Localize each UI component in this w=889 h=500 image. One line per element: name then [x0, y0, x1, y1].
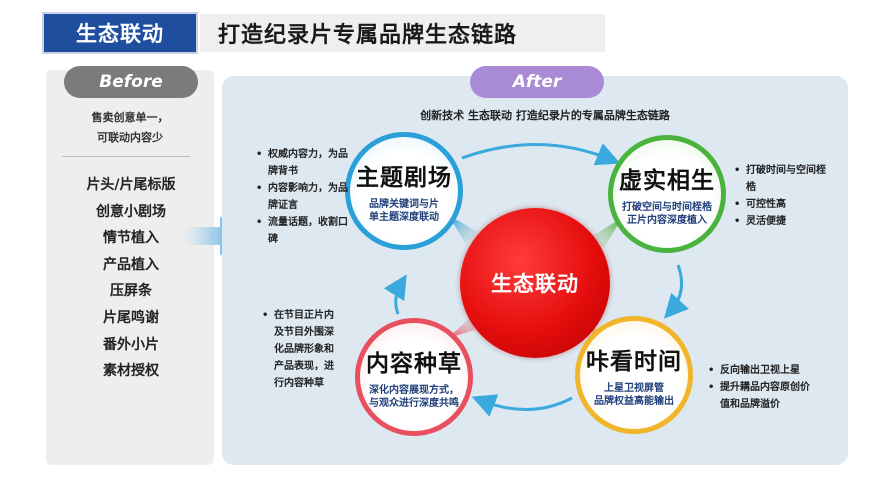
- cycle-arrow: [471, 394, 573, 417]
- node-desc: 打破空间与时间桎梏 正片内容深度植入: [622, 201, 712, 227]
- list-item: 片头/片尾标版: [86, 177, 176, 193]
- list-item: 压屏条: [110, 283, 152, 300]
- node-theater: 主题剧场 品牌关键词与片 单主题深度联动: [345, 132, 463, 250]
- notes-watch: 反向输出卫视上星 提升耩品内容原创价值和品牌溢价: [708, 362, 818, 413]
- node-title: 内容种草: [366, 351, 462, 377]
- before-label: Before: [64, 66, 198, 98]
- note-item: 在节目正片内及节目外围深化品牌形象和产品表现，进行内容种草: [262, 307, 340, 392]
- note-item: 流量话题，收割口碑: [256, 214, 356, 248]
- note-item: 打破时间与空间桎梏: [734, 162, 834, 196]
- node-desc: 深化内容展现方式， 与观众进行深度共鸣: [369, 384, 459, 410]
- section-tag: 生态联动: [42, 12, 198, 54]
- note-item: 反向输出卫视上星: [708, 362, 818, 379]
- spoke-arrow-icon: [592, 218, 622, 248]
- list-item: 创意小剧场: [96, 203, 166, 220]
- note-item: 可控性高: [734, 196, 834, 213]
- notes-theater: 权威内容力，为品牌背书 内容影响力，为品牌证言 流量话题，收割口碑: [256, 146, 356, 248]
- cycle-arrow: [663, 264, 689, 319]
- list-item: 素材授权: [103, 363, 159, 380]
- page-title: 打造纪录片专属品牌生态链路: [200, 14, 605, 52]
- before-desc-line: 售卖创意单一，: [91, 111, 169, 124]
- node-title: 主题剧场: [356, 165, 452, 191]
- note-item: 灵活便捷: [734, 213, 834, 230]
- node-desc: 品牌关键词与片 单主题深度联动: [369, 198, 439, 224]
- node-title: 虚实相生: [619, 168, 715, 194]
- before-description: 售卖创意单一， 可联动内容少: [60, 108, 200, 148]
- node-virtual: 虚实相生 打破空间与时间桎梏 正片内容深度植入: [608, 135, 726, 253]
- node-desc-line: 上星卫视屏管: [604, 383, 664, 394]
- node-desc-line: 正片内容深度植入: [627, 215, 707, 226]
- notes-seeding: 在节目正片内及节目外围深化品牌形象和产品表现，进行内容种草: [262, 307, 340, 392]
- node-desc-line: 深化内容展现方式，: [369, 385, 459, 396]
- node-desc-line: 品牌权益高能输出: [594, 396, 674, 407]
- node-seeding: 内容种草 深化内容展现方式， 与观众进行深度共鸣: [355, 318, 473, 436]
- divider: [62, 156, 190, 157]
- after-subtitle: 创新技术 生态联动 打造纪录片的专属品牌生态链路: [420, 109, 670, 122]
- node-title: 咔看时间: [586, 349, 682, 375]
- node-desc-line: 打破空间与时间桎梏: [622, 202, 712, 213]
- note-item: 内容影响力，为品牌证言: [256, 180, 356, 214]
- center-hub: 生态联动: [460, 208, 610, 358]
- list-item: 情节植入: [103, 230, 159, 247]
- node-desc-line: 品牌关键词与片: [369, 199, 439, 210]
- spoke-arrow-icon: [448, 215, 478, 244]
- center-label: 生态联动: [491, 272, 579, 296]
- list-item: 片尾鸣谢: [103, 309, 159, 326]
- before-panel: [46, 70, 214, 465]
- note-item: 提升耩品内容原创价值和品牌溢价: [708, 379, 818, 413]
- node-watch: 咔看时间 上星卫视屏管 品牌权益高能输出: [575, 316, 693, 434]
- before-desc-line: 可联动内容少: [97, 131, 163, 144]
- before-list: 片头/片尾标版 创意小剧场 情节植入 产品植入 压屏条 片尾鸣谢 番外小片 素材…: [56, 172, 206, 385]
- after-label: After: [470, 66, 604, 98]
- cycle-arrow: [461, 143, 621, 166]
- cycle-arrow: [383, 274, 407, 315]
- note-item: 权威内容力，为品牌背书: [256, 146, 356, 180]
- node-desc-line: 单主题深度联动: [369, 212, 439, 223]
- node-desc: 上星卫视屏管 品牌权益高能输出: [594, 382, 674, 408]
- list-item: 番外小片: [103, 336, 159, 353]
- notes-virtual: 打破时间与空间桎梏 可控性高 灵活便捷: [734, 162, 834, 230]
- list-item: 产品植入: [103, 256, 159, 273]
- node-desc-line: 与观众进行深度共鸣: [369, 398, 459, 409]
